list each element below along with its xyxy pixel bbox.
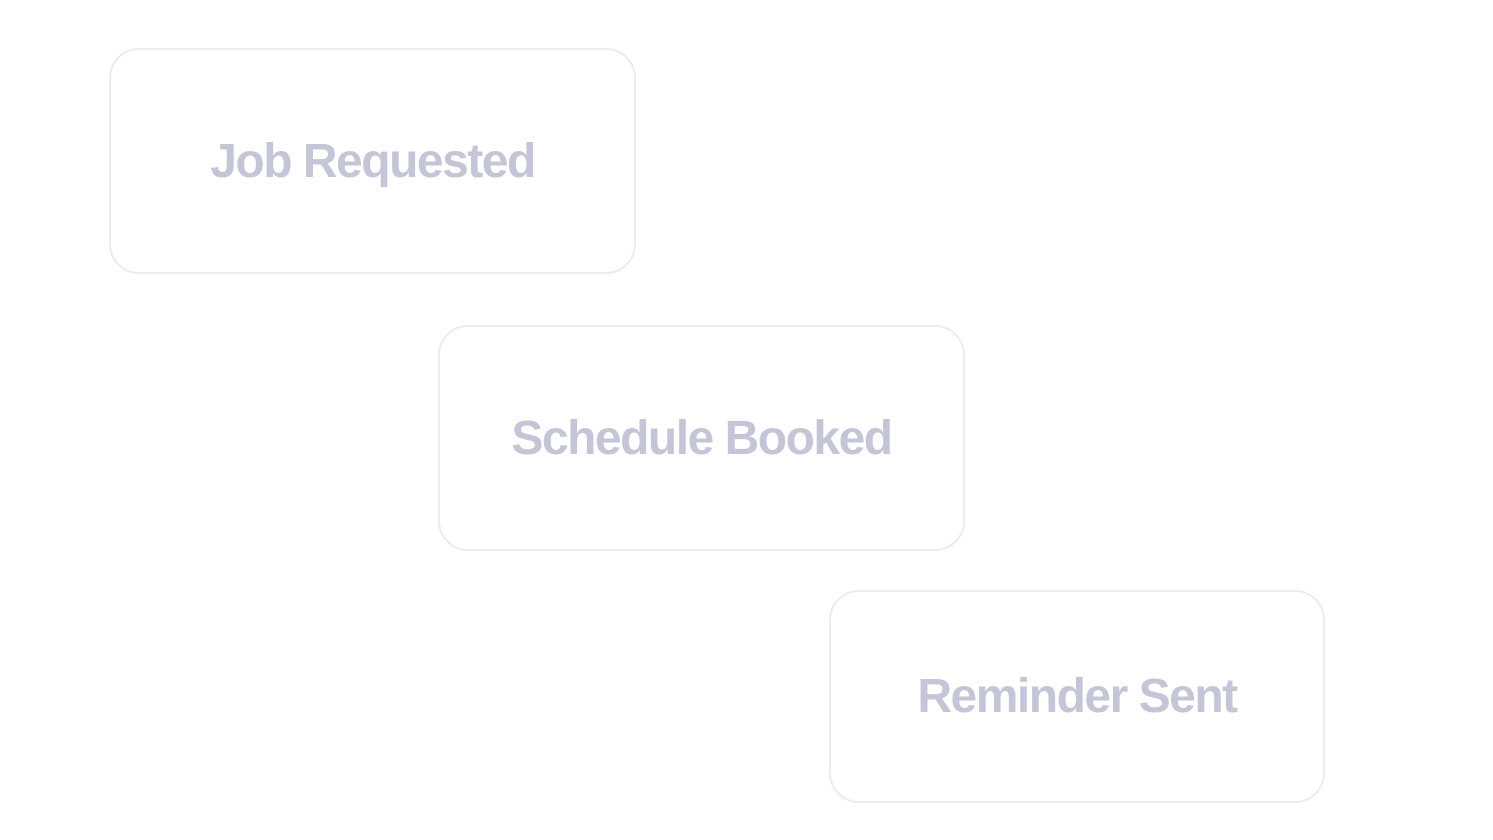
step-label: Schedule Booked (511, 411, 893, 465)
step-card-reminder-sent: Reminder Sent (829, 590, 1325, 803)
step-label: Reminder Sent (917, 670, 1238, 723)
step-card-job-requested: Job Requested (109, 48, 636, 274)
step-label: Job Requested (210, 134, 536, 188)
step-card-schedule-booked: Schedule Booked (438, 325, 965, 551)
